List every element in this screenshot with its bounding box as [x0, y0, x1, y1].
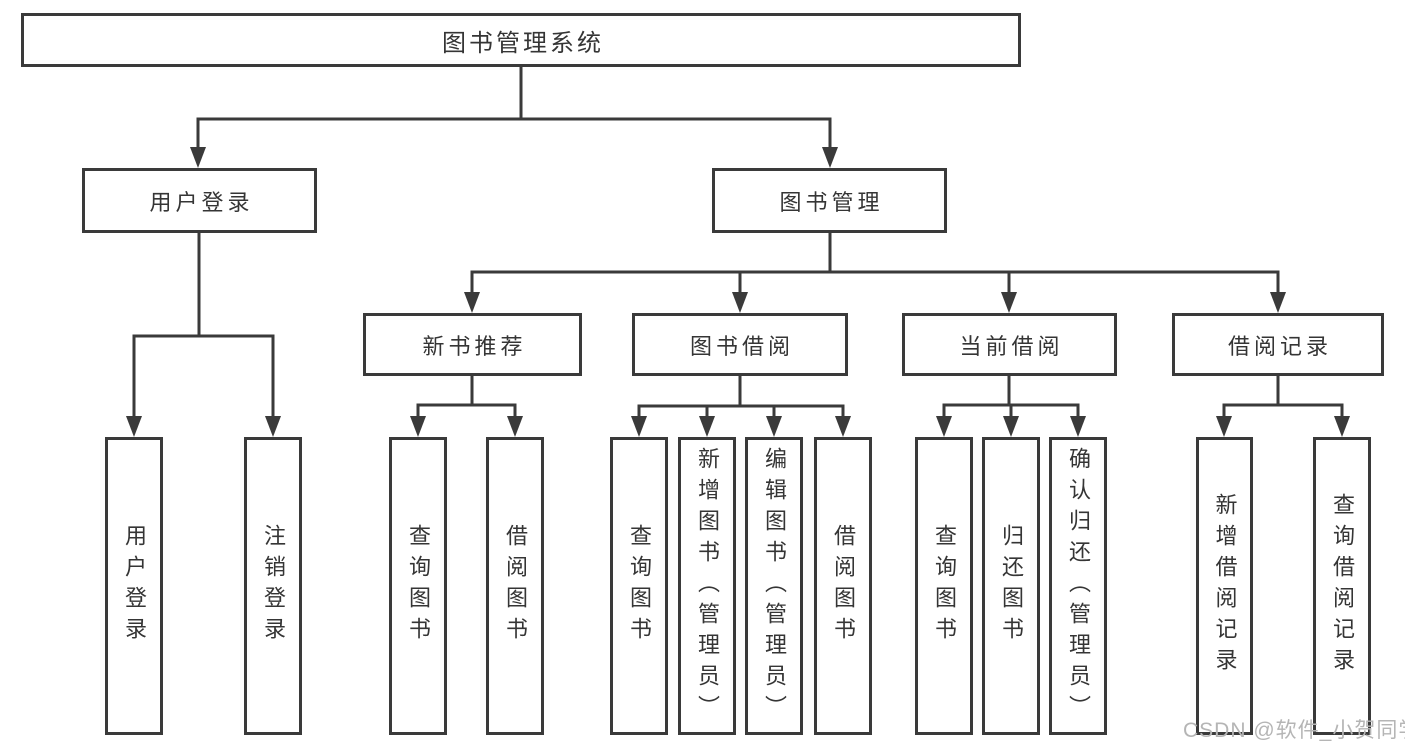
node-library-management-system: 图书管理系统 — [21, 13, 1021, 67]
node-current-borrowing: 当前借阅 — [902, 313, 1117, 376]
node-leaf-query-borrow-record: 查询借阅记录 — [1313, 437, 1371, 735]
node-leaf-logout: 注销登录 — [244, 437, 302, 735]
node-leaf-borrow-book-recommend: 借阅图书 — [486, 437, 544, 735]
csdn-watermark: CSDN @软件_小贺同学 — [1183, 719, 1405, 742]
node-book-management-group: 图书管理 — [712, 168, 947, 233]
node-borrowing-records: 借阅记录 — [1172, 313, 1384, 376]
node-book-borrowing: 图书借阅 — [632, 313, 848, 376]
node-leaf-query-book-borrowing: 查询图书 — [610, 437, 668, 735]
node-leaf-confirm-return-admin: 确认归还（管理员） — [1049, 437, 1107, 735]
node-leaf-edit-book-admin: 编辑图书（管理员） — [745, 437, 803, 735]
node-leaf-add-borrow-record: 新增借阅记录 — [1196, 437, 1253, 735]
node-leaf-borrow-book: 借阅图书 — [814, 437, 872, 735]
node-leaf-return-book: 归还图书 — [982, 437, 1040, 735]
node-leaf-add-book-admin: 新增图书（管理员） — [678, 437, 736, 735]
node-leaf-query-book-recommend: 查询图书 — [389, 437, 447, 735]
node-new-book-recommend: 新书推荐 — [363, 313, 582, 376]
node-leaf-user-login: 用户登录 — [105, 437, 163, 735]
node-user-login-group: 用户登录 — [82, 168, 317, 233]
node-leaf-query-book-current: 查询图书 — [915, 437, 973, 735]
